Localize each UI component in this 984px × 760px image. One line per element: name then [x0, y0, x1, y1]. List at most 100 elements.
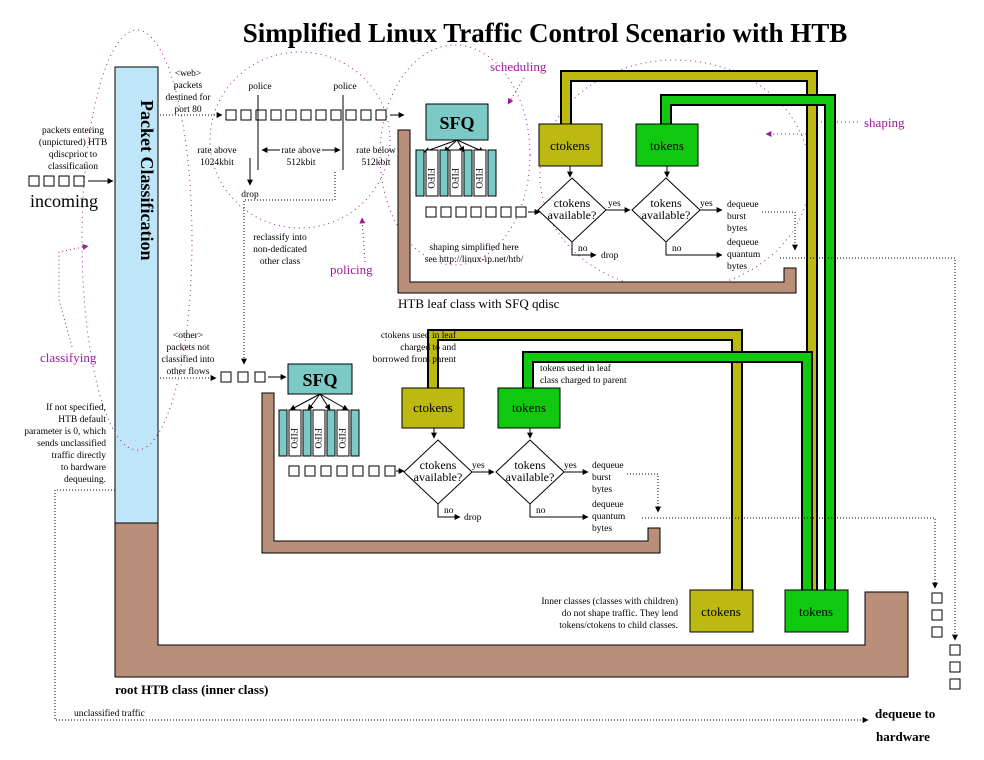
root-htb-label: root HTB class (inner class)	[115, 682, 268, 697]
svg-text:parameter is 0, which: parameter is 0, which	[24, 427, 106, 437]
svg-text:drop: drop	[464, 513, 482, 523]
scheduling-ellipse	[379, 44, 531, 266]
svg-text:packets entering: packets entering	[42, 126, 104, 136]
svg-text:512kbit: 512kbit	[286, 158, 315, 168]
fifo-group-1	[415, 149, 497, 197]
svg-text:no: no	[672, 244, 682, 254]
htb-leaf-label: HTB leaf class with SFQ qdisc	[398, 296, 560, 311]
svg-text:qdiscprior to: qdiscprior to	[49, 150, 98, 160]
root-htb-class-shape	[114, 522, 909, 678]
svg-text:class charged to parent: class charged to parent	[540, 376, 627, 386]
svg-text:ctokens: ctokens	[554, 196, 591, 210]
svg-text:(unpictured) HTB: (unpictured) HTB	[39, 137, 107, 148]
svg-text:bytes: bytes	[727, 262, 747, 272]
svg-text:tokens: tokens	[650, 196, 682, 210]
svg-text:destined for: destined for	[165, 92, 211, 103]
dequeue-quantum-2: dequeue quantum bytes	[592, 500, 626, 534]
svg-text:FIFO: FIFO	[425, 168, 435, 189]
svg-text:tokens: tokens	[799, 604, 833, 619]
svg-text:tokens: tokens	[650, 138, 684, 153]
svg-text:bytes: bytes	[592, 485, 612, 495]
svg-text:packets not: packets not	[166, 343, 209, 353]
svg-text:FIFO: FIFO	[449, 168, 459, 189]
svg-text:FIFO: FIFO	[288, 428, 298, 449]
svg-text:tokens: tokens	[514, 458, 546, 472]
sfq-output-queue-1	[425, 206, 527, 218]
svg-text:FIFO: FIFO	[473, 168, 483, 189]
inner-classes-note: Inner classes (classes with children) do…	[541, 596, 678, 631]
unclassified-traffic-label: unclassified traffic	[74, 708, 145, 719]
svg-text:no: no	[444, 506, 454, 516]
police-label-1: police	[248, 82, 271, 92]
fifo-group-2	[278, 409, 360, 457]
svg-text:<other>: <other>	[173, 331, 203, 341]
svg-text:port 80: port 80	[174, 105, 201, 115]
svg-text:dequeue: dequeue	[727, 238, 759, 248]
svg-text:do not shape traffic. They le: do not shape traffic. They lend	[562, 608, 679, 619]
svg-text:see http://linux-ip.net/htb/: see http://linux-ip.net/htb/	[425, 255, 524, 265]
svg-text:FIFO: FIFO	[336, 428, 346, 449]
svg-text:no: no	[578, 244, 588, 254]
ctokens-flow-2	[427, 329, 743, 590]
svg-text:tokens used in leaf: tokens used in leaf	[540, 363, 612, 374]
svg-text:dequeue: dequeue	[727, 200, 759, 210]
svg-text:dequeue: dequeue	[592, 461, 624, 471]
svg-text:512kbit: 512kbit	[361, 158, 390, 168]
svg-text:ctokens: ctokens	[420, 458, 457, 472]
svg-text:quantum: quantum	[592, 512, 626, 522]
packet-classification-box	[114, 66, 159, 524]
svg-text:charged to and: charged to and	[400, 343, 456, 353]
svg-text:available?: available?	[414, 470, 463, 484]
svg-text:yes: yes	[700, 199, 713, 209]
svg-text:traffic directly: traffic directly	[52, 450, 107, 461]
htb-default-note: If not specified, HTB default parameter …	[24, 402, 106, 485]
ctokens-flow-1	[560, 70, 818, 590]
svg-text:dequeuing.: dequeuing.	[64, 475, 106, 485]
svg-text:available?: available?	[548, 208, 597, 222]
output-queue-2	[949, 644, 961, 690]
svg-text:tokens: tokens	[512, 400, 546, 415]
svg-text:HTB default: HTB default	[58, 414, 106, 425]
drop-label-police: drop	[241, 190, 259, 200]
svg-text:reclassify into: reclassify into	[253, 232, 307, 243]
dequeue-quantum-1: dequeue quantum bytes	[727, 238, 761, 272]
svg-text:ctokens: ctokens	[701, 604, 741, 619]
reclassify-note: reclassify into non-dedicated other clas…	[253, 232, 307, 267]
svg-text:yes: yes	[472, 461, 485, 471]
htb-leaf-class-2-shape	[261, 392, 661, 554]
web-packets-note: <web> packets destined for port 80	[165, 69, 211, 115]
svg-text:burst: burst	[592, 473, 611, 483]
svg-text:to hardware: to hardware	[61, 463, 106, 473]
policing-ellipse	[209, 51, 391, 229]
svg-text:classification: classification	[48, 161, 98, 172]
dequeue-hardware-line1: dequeue to	[875, 706, 935, 721]
rate-above-1024: rate above	[197, 146, 236, 156]
incoming-label: incoming	[30, 191, 98, 211]
svg-text:borrowed from parent: borrowed from parent	[373, 354, 457, 365]
ctokens-leaf-note: ctokens used in leaf charged to and borr…	[373, 330, 457, 365]
svg-text:If not specified,: If not specified,	[46, 402, 106, 413]
ctokens-box-leaf2	[401, 387, 465, 429]
tokens-box-leaf1	[635, 123, 699, 167]
svg-text:packets: packets	[174, 81, 203, 91]
shaping-simplified-note: shaping simplified here see http://linux…	[425, 242, 524, 265]
police-label-2: police	[333, 82, 356, 92]
scheduling-label: scheduling	[490, 59, 547, 74]
svg-text:<web>: <web>	[175, 69, 202, 79]
sfq-label-2: SFQ	[302, 370, 337, 390]
classifying-ellipse	[81, 29, 193, 451]
output-queue-1	[931, 592, 943, 638]
svg-text:classified into: classified into	[161, 354, 214, 365]
other-packets-note: <other> packets not classified into othe…	[161, 331, 214, 377]
svg-text:ctokens: ctokens	[550, 138, 590, 153]
svg-text:FIFO: FIFO	[312, 428, 322, 449]
policing-label: policing	[330, 262, 373, 277]
rate-above-512: rate above	[281, 146, 320, 156]
dequeue-burst-1: dequeue burst bytes	[727, 200, 759, 234]
police-queue	[225, 109, 387, 121]
svg-text:other flows: other flows	[166, 366, 209, 377]
other-queue	[220, 371, 266, 383]
svg-text:bytes: bytes	[727, 224, 747, 234]
svg-text:1024kbit: 1024kbit	[200, 158, 234, 168]
